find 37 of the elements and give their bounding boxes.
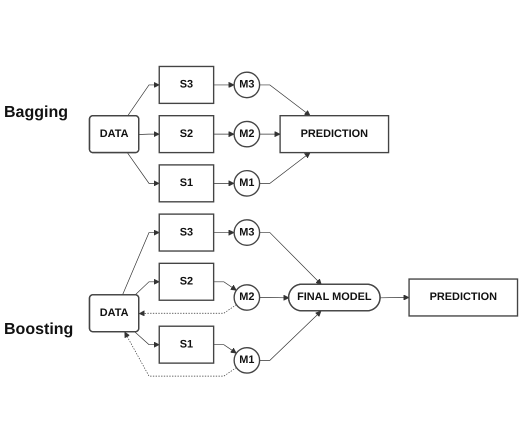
arrow <box>259 84 310 116</box>
arrow <box>259 294 290 300</box>
arrow <box>259 130 280 137</box>
node-box: S3 <box>158 65 214 104</box>
node-circle: M3 <box>233 71 260 98</box>
node-box: PREDICTION <box>408 278 518 316</box>
node-circle: M3 <box>233 218 260 246</box>
node-box: S3 <box>158 213 214 252</box>
arrow <box>259 152 310 184</box>
arrow <box>213 130 234 137</box>
arrow <box>134 331 160 348</box>
arrow <box>138 304 237 316</box>
arrow <box>127 82 160 116</box>
node-box: PREDICTION <box>279 114 390 153</box>
arrow <box>259 310 322 360</box>
node-box: S2 <box>158 262 214 301</box>
node-circle: M2 <box>233 284 260 311</box>
section-heading: Bagging <box>4 104 69 122</box>
arrow <box>138 130 160 137</box>
arrow <box>127 152 160 186</box>
node-circle: M1 <box>233 346 260 374</box>
node-box: S1 <box>158 164 214 202</box>
arrow <box>134 278 160 296</box>
arrow <box>380 294 410 300</box>
node-circle: M1 <box>233 170 260 196</box>
arrow <box>122 229 160 296</box>
node-box: S2 <box>158 114 214 153</box>
node-circle: M2 <box>233 120 260 148</box>
arrow <box>124 331 237 376</box>
arrow <box>213 180 234 186</box>
node-box: S1 <box>158 325 214 364</box>
arrow <box>213 281 237 290</box>
arrow <box>213 229 234 236</box>
arrow <box>213 344 237 354</box>
section-heading: Boosting <box>4 320 74 338</box>
arrow <box>213 82 234 88</box>
arrow <box>259 232 322 284</box>
